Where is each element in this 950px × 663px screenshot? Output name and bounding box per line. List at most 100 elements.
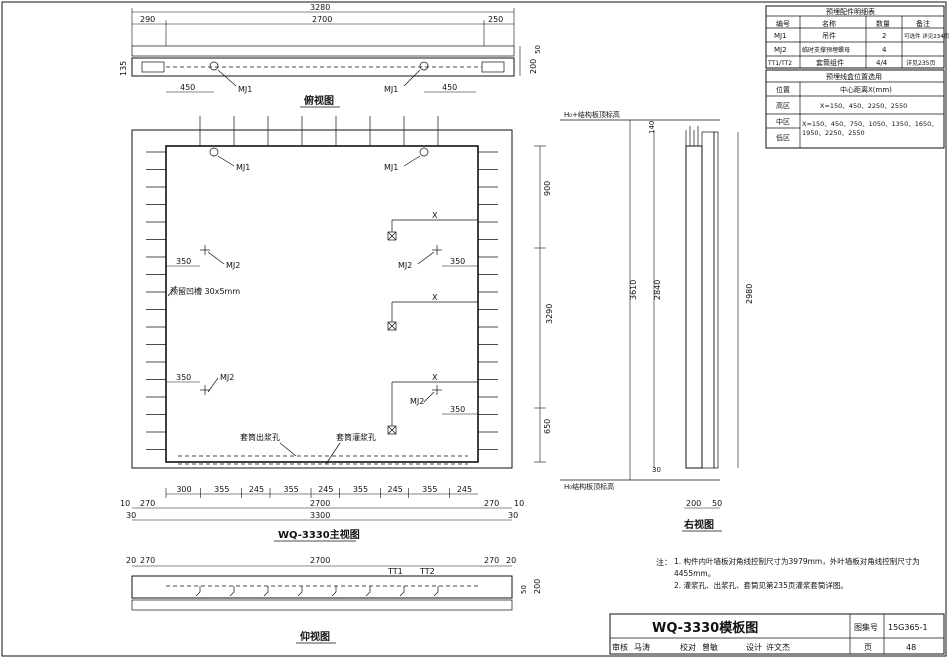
bottom-view: 20 270 2700 270 20 TT1 TT2 50 200 仰视图 <box>126 556 542 644</box>
front-note-slot: 预留凹槽 30x5mm <box>170 286 240 296</box>
front-view: MJ1 MJ1 MJ2 MJ2 MJ2 MJ2 350 350 350 350 <box>120 116 554 542</box>
side-view: H₀+结构板顶标高 H₀结构板顶标高 3610 140 2840 2980 30… <box>560 110 754 532</box>
row-dim-label: 245 <box>457 485 472 494</box>
bottom-dim-20l: 20 <box>126 556 136 565</box>
top-dim-135: 135 <box>119 61 128 76</box>
review-4: 设计 <box>746 642 762 652</box>
parts-h-1: 名称 <box>822 19 836 28</box>
front-label-mj2-4: MJ2 <box>410 397 424 406</box>
parts-h-0: 编号 <box>776 19 790 28</box>
parts-r2-c3: 详见235页 <box>906 59 935 67</box>
top-dim-mid: 2700 <box>312 15 332 24</box>
parts-table-title: 预埋配件明细表 <box>826 7 875 16</box>
parts-r0-c1: 吊件 <box>822 31 836 40</box>
page-label: 页 <box>864 643 872 652</box>
side-ticks <box>146 151 498 450</box>
front-dim-b-30r: 30 <box>508 511 518 520</box>
side-dim-3610: 3610 <box>629 280 638 300</box>
front-dim-b-270l: 270 <box>140 499 155 508</box>
front-dim-3290: 3290 <box>545 304 554 324</box>
front-dim-b-10l: 10 <box>120 499 130 508</box>
front-label-mj1-right: MJ1 <box>384 163 398 172</box>
atlas-label: 图集号 <box>854 622 878 632</box>
front-dim-350-2: 350 <box>450 257 465 266</box>
top-inner-leaf <box>131 57 515 77</box>
side-dim-200: 200 <box>686 499 701 508</box>
parts-r0-c0: MJ1 <box>774 32 787 40</box>
note-1: 1. 构件内叶墙板对角线控制尺寸为3979mm，外叶墙板对角线控制尺寸为4455… <box>674 557 920 578</box>
row-dim-label: 355 <box>353 485 368 494</box>
row-dim-label: 300 <box>176 485 191 494</box>
box-position-table: 预埋线盒位置选用 位置 中心距离X(mm) 高区 X=150、450、2250、… <box>765 69 945 149</box>
notes: 注： 1. 构件内叶墙板对角线控制尺寸为3979mm，外叶墙板对角线控制尺寸为4… <box>656 557 920 590</box>
box-r2-c1: X=150、450、750、1050、1350、1650、1950、2250、2… <box>802 120 938 137</box>
top-label-mj1-left: MJ1 <box>238 85 252 94</box>
atlas-number: 15G365-1 <box>888 623 928 632</box>
bottom-dim-50: 50 <box>520 585 528 594</box>
parts-table: 预埋配件明细表 编号 名称 数量 备注 MJ1 吊件 2 可选件 详见234页 … <box>765 5 950 69</box>
box-r0-c0: 高区 <box>776 101 790 110</box>
parts-r0-c3: 可选件 详见234页 <box>904 32 950 40</box>
page-number: 48 <box>906 643 916 652</box>
side-inner-leaf <box>685 145 703 469</box>
front-label-mj2-1: MJ2 <box>226 261 240 270</box>
front-label-mj2-3: MJ2 <box>220 373 234 382</box>
review-5: 许文杰 <box>766 642 790 652</box>
top-view-title: 俯视图 <box>304 94 334 107</box>
front-label-x-1: X <box>432 211 438 220</box>
front-note-grout-out: 套筒出浆孔 <box>240 432 280 442</box>
box-h-0: 位置 <box>776 85 790 94</box>
notes-prefix: 注： <box>656 557 672 567</box>
row-dim-label: 245 <box>249 485 264 494</box>
front-label-x-2: X <box>432 293 438 302</box>
side-view-title: 右视图 <box>683 518 714 531</box>
side-dim-2840: 2840 <box>653 280 662 300</box>
bottom-inner-leaf <box>131 575 513 599</box>
top-outer-leaf <box>131 45 515 57</box>
front-dim-b-3300: 3300 <box>310 511 330 520</box>
box-table-title: 预埋线盒位置选用 <box>826 72 882 81</box>
box-h-1: 中心距离X(mm) <box>840 85 892 94</box>
row-dim-label: 355 <box>422 485 437 494</box>
front-dim-350-3: 350 <box>176 373 191 382</box>
side-outer-leaf <box>701 131 715 469</box>
side-bottom-label: H₀结构板顶标高 <box>564 482 614 491</box>
title-block: WQ-3330模板图 图集号 15G365-1 审核 马涛 校对 曾敏 设计 许… <box>609 613 945 655</box>
side-dim-30: 30 <box>652 466 661 474</box>
front-dim-b-30l: 30 <box>126 511 136 520</box>
front-dim-b-2700: 2700 <box>310 499 330 508</box>
parts-r0-c2: 2 <box>882 32 886 40</box>
top-dim-450-left: 450 <box>180 83 195 92</box>
front-dim-b-10r: 10 <box>514 499 524 508</box>
note-2: 2. 灌浆孔、出浆孔、套筒见第235页灌浆套筒详图。 <box>674 581 848 590</box>
side-dim-140: 140 <box>648 121 656 134</box>
front-dim-900: 900 <box>543 181 552 196</box>
front-dim-650: 650 <box>543 419 552 434</box>
row-dim-label: 355 <box>284 485 299 494</box>
top-dim-450-right: 450 <box>442 83 457 92</box>
bottom-view-title: 仰视图 <box>300 630 330 643</box>
side-dim-50: 50 <box>712 499 722 508</box>
row-dim-label: 245 <box>318 485 333 494</box>
front-label-x-3: X <box>432 373 438 382</box>
box-r1-c0: 中区 <box>776 117 790 126</box>
front-view-title: WQ-3330主视图 <box>278 528 360 541</box>
parts-h-2: 数量 <box>876 19 890 28</box>
parts-h-3: 备注 <box>916 19 930 28</box>
row-dim-label: 245 <box>388 485 403 494</box>
side-dim-2980: 2980 <box>745 284 754 304</box>
drawing-title: WQ-3330模板图 <box>652 620 758 636</box>
top-dim-50: 50 <box>534 45 542 54</box>
front-inner-panel <box>165 145 479 463</box>
review-0: 审核 <box>612 642 628 652</box>
bottom-dim-2700: 2700 <box>310 556 330 565</box>
front-label-mj1-left: MJ1 <box>236 163 250 172</box>
bottom-dim-270l: 270 <box>140 556 155 565</box>
parts-r1-c0: MJ2 <box>774 46 787 54</box>
front-outer-boundary <box>131 129 513 469</box>
box-r2-c0: 低区 <box>776 133 790 142</box>
front-note-grout-in: 套筒灌浆孔 <box>336 432 376 442</box>
